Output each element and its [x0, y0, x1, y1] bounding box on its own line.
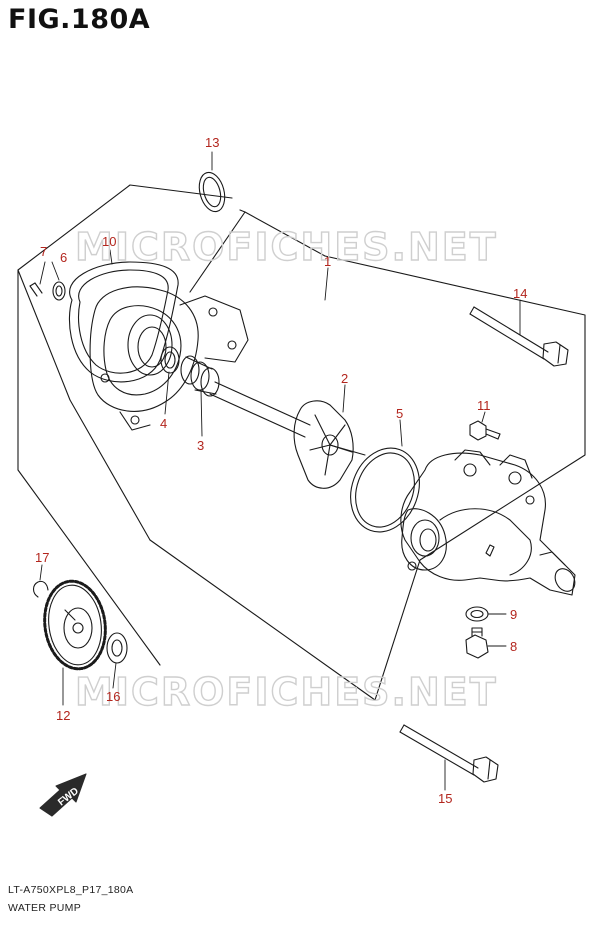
callout-15: 15	[438, 791, 452, 806]
callout-6: 6	[60, 250, 67, 265]
pump-cover-housing	[89, 286, 249, 431]
callout-1: 1	[324, 254, 331, 269]
drain-bolt-part-8	[465, 627, 489, 659]
model-code: LT-A750XPL8_P17_180A	[8, 884, 134, 896]
washer-part-16	[106, 632, 128, 664]
circlip-part-17	[32, 580, 49, 598]
callout-13: 13	[205, 135, 219, 150]
assembly-boundary-outline	[17, 184, 586, 701]
callout-2: 2	[341, 371, 348, 386]
gear-part-12	[43, 579, 107, 671]
callout-12: 12	[56, 708, 70, 723]
forward-direction-arrow-icon	[39, 773, 87, 817]
bolt-part-11	[469, 420, 501, 441]
o-ring-part-5	[350, 447, 420, 533]
callout-7: 7	[40, 244, 47, 259]
figure-title: FIG.180A	[8, 4, 151, 35]
mechanical-seal-part-3	[180, 355, 220, 397]
bolt-part-14	[469, 306, 569, 367]
bolt-part-15	[399, 724, 499, 783]
callout-8: 8	[510, 639, 517, 654]
seal-part-4	[160, 346, 180, 374]
washer-part-6	[52, 281, 66, 301]
callout-3: 3	[197, 438, 204, 453]
o-ring-part-13	[198, 171, 226, 213]
pump-case-housing	[400, 449, 576, 596]
watermark-bottom: MICROFICHES.NET	[75, 670, 498, 714]
callout-5: 5	[396, 406, 403, 421]
figure-description: WATER PUMP	[8, 902, 81, 914]
callout-10: 10	[102, 234, 116, 249]
pin-part-7	[29, 282, 43, 297]
callout-4: 4	[160, 416, 167, 431]
callout-16: 16	[106, 689, 120, 704]
gasket-part-10	[68, 261, 179, 383]
callout-9: 9	[510, 607, 517, 622]
callout-14: 14	[513, 286, 527, 301]
impeller-shaft-part-2	[209, 381, 366, 489]
callout-11: 11	[477, 398, 491, 413]
leader-lines	[39, 151, 521, 791]
washer-part-9	[465, 606, 489, 622]
callout-17: 17	[35, 550, 49, 565]
watermark-top: MICROFICHES.NET	[75, 225, 498, 269]
